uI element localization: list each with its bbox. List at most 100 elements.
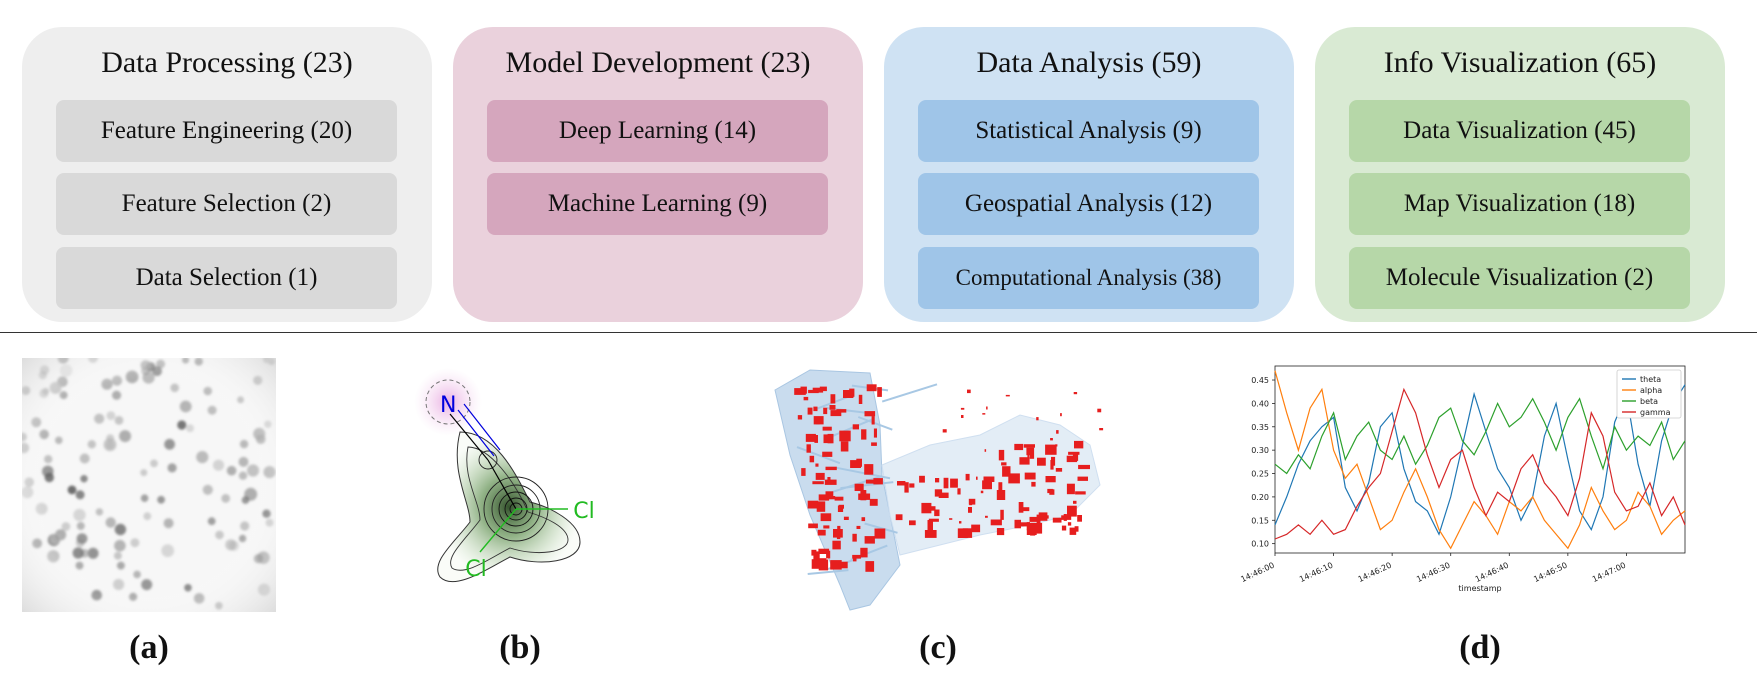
map-building [957,528,969,538]
map-building [856,525,861,529]
map-building [1030,522,1043,534]
map-building [865,561,875,572]
map-building [820,513,832,522]
pill-machine-learning: Machine Learning (9) [487,173,828,235]
panel-a-cell-image [18,352,276,612]
map-building [850,460,861,468]
legend-box [1616,369,1682,419]
map-building [822,426,832,431]
map-visualization [774,369,1104,611]
map-building [1044,515,1049,519]
map-building [998,449,1005,461]
map-building [1072,454,1079,461]
map-building [808,523,818,529]
map-building [897,481,906,486]
legend-label-theta: theta [1640,375,1661,384]
map-building [808,389,819,394]
map-building [1045,476,1056,483]
map-building [871,416,875,425]
map-building [818,548,830,554]
map-building [935,478,940,483]
map-building [806,444,811,453]
map-building [959,521,962,524]
map-road [881,383,938,403]
map-building [852,533,857,542]
map-building [814,435,818,443]
map-building [980,490,984,494]
map-building [864,464,874,475]
map-building [824,479,837,485]
map-building [865,479,875,484]
map-building [1036,514,1041,526]
map-building [1097,408,1102,413]
map-building [983,476,995,482]
map-building [1031,481,1036,487]
map-building [1066,483,1075,495]
map-building [965,473,970,481]
map-building [813,406,818,412]
map-road [807,569,849,575]
card-info-visualization: Info Visualization (65) Data Visualizati… [1315,27,1725,322]
series-line-theta [1274,384,1686,536]
pill-computational-analysis: Computational Analysis (38) [918,247,1259,309]
map-building [1008,473,1020,484]
map-building [843,516,849,520]
map-building [1037,457,1046,466]
map-building [801,468,806,476]
map-building [976,476,978,480]
card-model-development: Model Development (23) Deep Learning (14… [453,27,863,322]
map-building [1067,505,1077,517]
card-title: Model Development (23) [505,46,811,79]
y-tick-label: 0.15 [1251,516,1269,525]
bond-n-c [449,413,489,461]
map-building [873,478,883,485]
map-building [817,529,826,536]
map-building [1026,447,1034,456]
pill-feature-selection: Feature Selection (2) [56,173,397,235]
legend-label-beta: beta [1640,397,1658,406]
atom-label-n: N [440,393,456,418]
map-building [1019,457,1030,465]
map-building [858,394,863,404]
map-building [815,463,819,467]
map-building [818,558,827,568]
map-building [1014,519,1021,529]
y-tick-label: 0.45 [1251,376,1269,385]
map-building [909,520,916,526]
map-building [803,396,809,401]
x-axis-label: timestamp [1458,584,1501,593]
map-building [924,530,937,538]
x-tick-label: 14:46:30 [1415,561,1451,584]
y-tick-label: 0.25 [1251,470,1269,479]
map-building [1055,468,1063,472]
map-building [864,536,875,544]
map-building [852,556,857,562]
map-building [1019,522,1029,527]
map-building [815,472,825,480]
map-building [832,540,841,550]
map-building [837,505,844,512]
n-atom-ring [425,379,471,425]
x-tick-label: 14:46:00 [1240,561,1276,584]
map-building [852,554,861,559]
map-building [927,520,933,531]
map-building [829,405,836,410]
map-building [919,475,925,483]
map-building [1002,466,1011,477]
map-building [960,407,965,410]
map-building [822,451,833,457]
bond-c-cl2 [479,508,517,553]
map-building [1056,430,1059,434]
map-building [816,501,826,512]
map-building [1051,456,1056,466]
map-building [1019,507,1030,512]
map-building [1045,444,1057,455]
map-building [1000,509,1004,520]
map-building [1061,515,1072,520]
map-building [1024,472,1036,480]
map-building [827,433,834,444]
map-building [830,394,836,404]
map-building [861,429,867,440]
card-data-analysis: Data Analysis (59) Statistical Analysis … [884,27,1294,322]
card-title: Data Analysis (59) [976,46,1202,79]
